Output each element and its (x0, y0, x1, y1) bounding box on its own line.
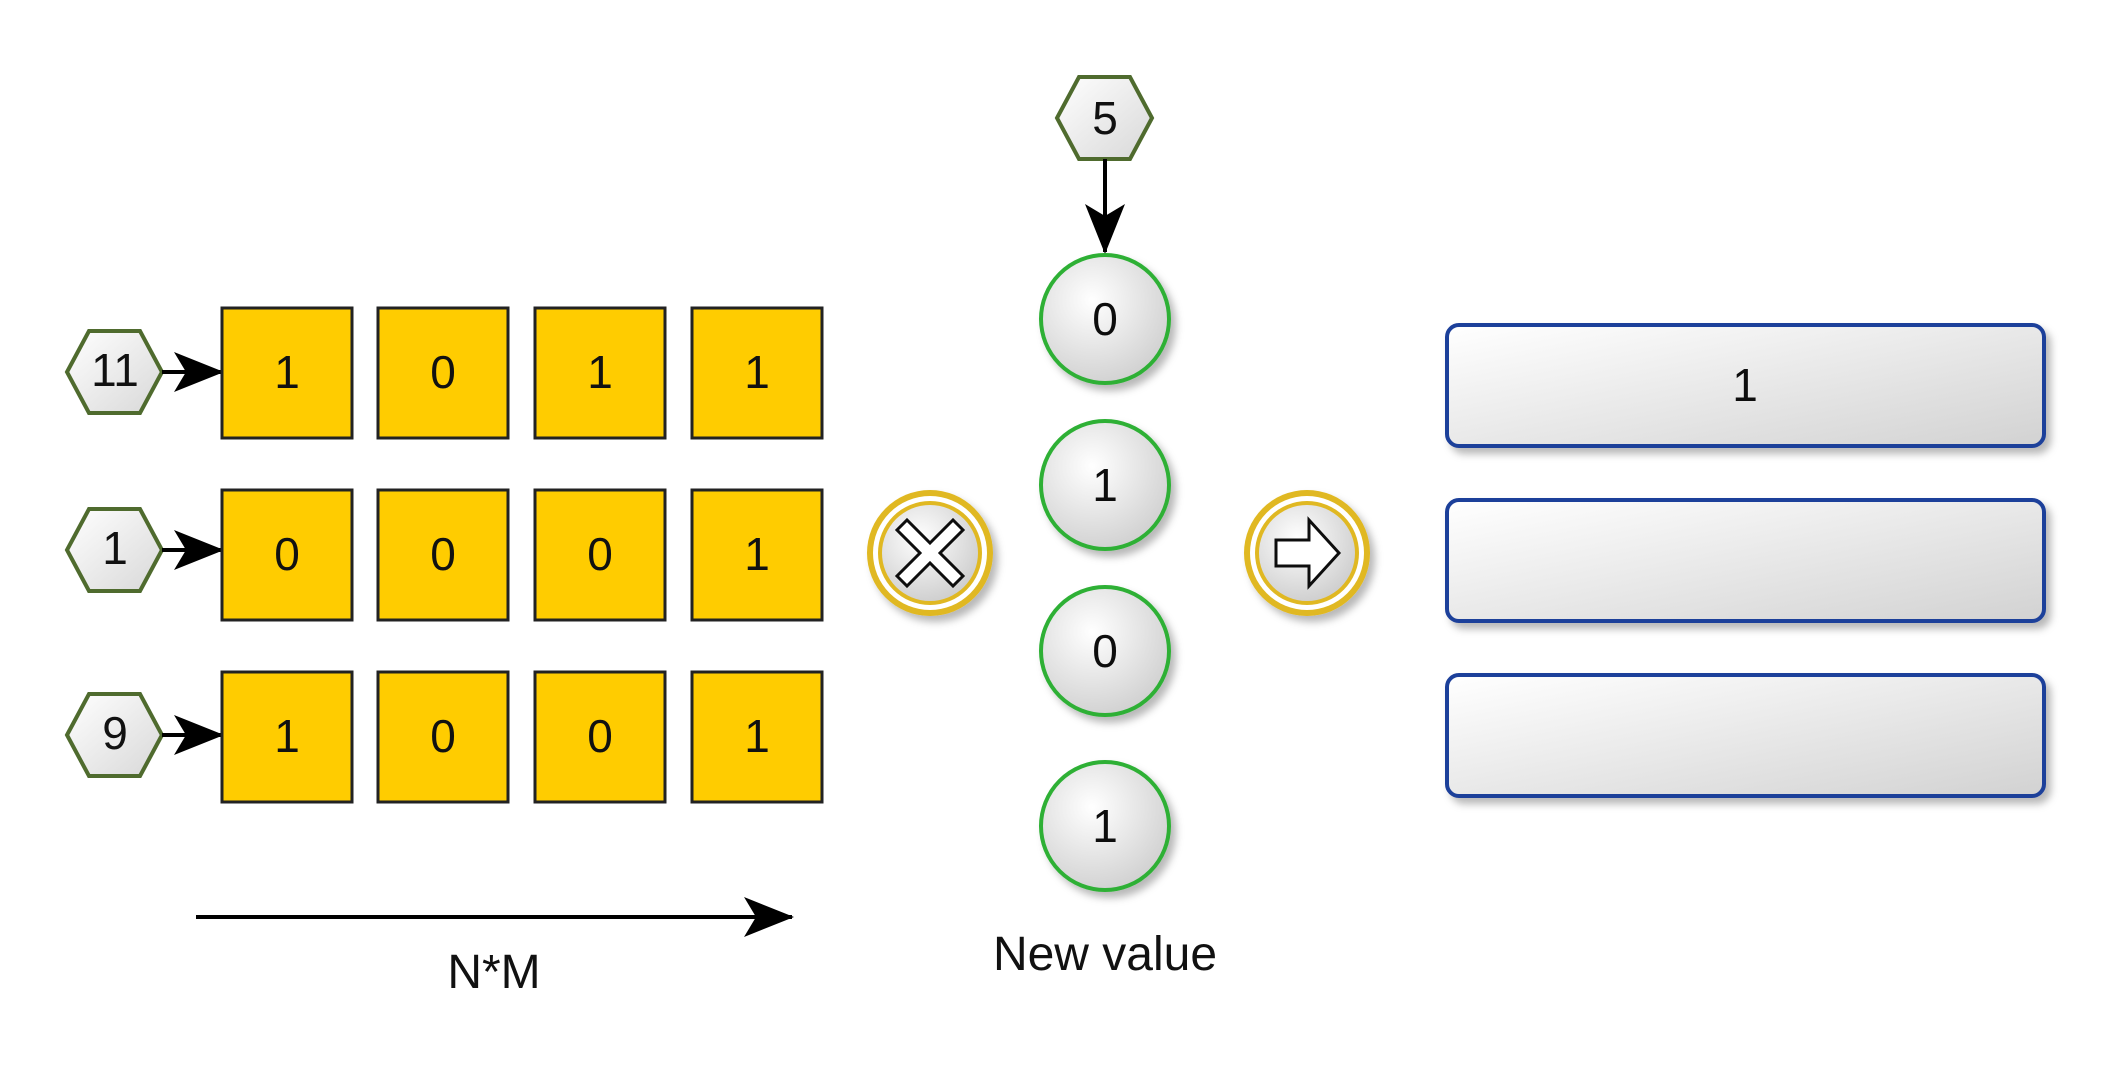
result-value: 1 (1732, 359, 1758, 411)
cell-value: 1 (744, 710, 770, 762)
matrix-row-1: 11 1 0 1 1 (64, 306, 824, 440)
row-value-text: 11 (91, 344, 139, 396)
bit-circle: 1 (1039, 760, 1171, 892)
cell-value: 0 (430, 710, 456, 762)
arrow-right-icon (1274, 516, 1342, 590)
matrix-cell: 1 (690, 488, 824, 622)
matrix-row-2: 1 0 0 0 1 (64, 488, 824, 622)
cell-value: 0 (587, 710, 613, 762)
cell-value: 0 (430, 346, 456, 398)
new-value-input-hexagon: 5 (1054, 75, 1155, 161)
cell-value: 1 (587, 346, 613, 398)
bit-value: 0 (1092, 625, 1118, 677)
matrix-cell: 1 (220, 670, 354, 804)
result-box (1445, 673, 2046, 798)
cell-value: 0 (430, 528, 456, 580)
cell-value: 0 (587, 528, 613, 580)
row-value-text: 9 (102, 707, 128, 759)
row-value-hexagon: 9 (64, 692, 165, 778)
matrix-row-3: 9 1 0 0 1 (64, 670, 824, 804)
bit-circle: 1 (1039, 419, 1171, 551)
matrix-cell: 0 (220, 488, 354, 622)
row-value-text: 1 (102, 522, 128, 574)
cell-value: 1 (274, 346, 300, 398)
row-value-hexagon: 1 (64, 507, 165, 593)
nm-axis: N*M (196, 897, 794, 999)
matrix-cell: 0 (376, 488, 510, 622)
matrix-cell: 1 (690, 306, 824, 440)
bit-circle: 0 (1039, 585, 1171, 717)
new-value-label: New value (993, 928, 1217, 981)
bit-value: 1 (1092, 800, 1118, 852)
bit-circle: 0 (1039, 253, 1171, 385)
cell-value: 1 (744, 528, 770, 580)
bit-value: 0 (1092, 293, 1118, 345)
matrix-cell: 0 (533, 670, 667, 804)
cell-value: 0 (274, 528, 300, 580)
result-box (1445, 498, 2046, 623)
matrix-cell: 1 (690, 670, 824, 804)
multiply-operator (867, 490, 993, 616)
matrix-cell: 0 (376, 670, 510, 804)
multiply-icon (894, 517, 966, 589)
row-value-hexagon: 11 (64, 329, 165, 415)
nm-axis-label: N*M (447, 946, 540, 999)
matrix-cell: 0 (533, 488, 667, 622)
new-value-input-text: 5 (1092, 92, 1118, 144)
cell-value: 1 (274, 710, 300, 762)
matrix-cell: 1 (533, 306, 667, 440)
arrow-operator (1244, 490, 1370, 616)
matrix-cell: 0 (376, 306, 510, 440)
matrix-cell: 1 (220, 306, 354, 440)
cell-value: 1 (744, 346, 770, 398)
result-box: 1 (1445, 323, 2046, 448)
bit-value: 1 (1092, 459, 1118, 511)
